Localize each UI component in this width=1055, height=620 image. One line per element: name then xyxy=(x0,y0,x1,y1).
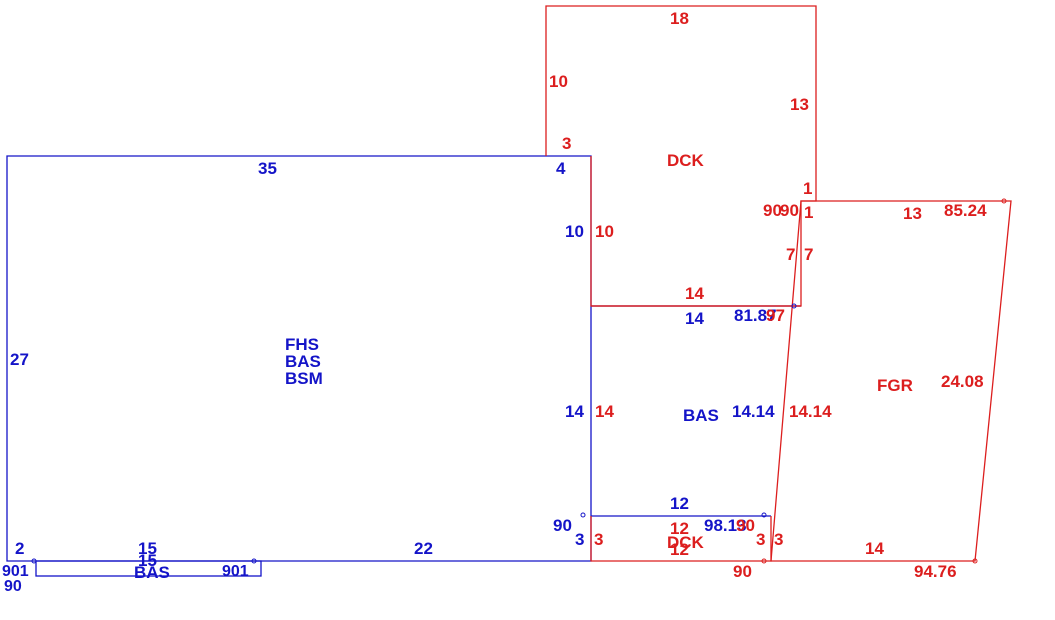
angle-label: 90 xyxy=(780,201,799,220)
angle-label: 90 xyxy=(733,562,752,581)
bay-dimension: 15 xyxy=(138,539,157,558)
dimension-right: 3 xyxy=(756,530,765,549)
dimension-bottom: 12 xyxy=(670,494,689,513)
angle-label: 90 xyxy=(736,516,755,535)
dimension-right: 24.08 xyxy=(941,372,984,391)
dimension-top: 12 xyxy=(670,519,689,538)
dimension-top: 18 xyxy=(670,9,689,28)
bay-area-code: BAS xyxy=(134,563,170,582)
angle-label: 90 xyxy=(4,578,22,595)
bay-outline xyxy=(35,560,262,577)
area-code-dck: DCK xyxy=(667,533,705,552)
area-code-fhs: FHS xyxy=(285,335,319,354)
garage-outline xyxy=(770,200,1012,562)
dimension-left: 3 xyxy=(594,530,603,549)
dimension-left: 27 xyxy=(10,350,29,369)
corner-marker xyxy=(1001,198,1007,204)
area-code-fgr: FGR xyxy=(877,376,913,395)
corner-marker xyxy=(972,558,978,564)
dimension-notch: 1 xyxy=(803,179,812,198)
dimension-top: 35 xyxy=(258,159,277,178)
lower-deck-outline xyxy=(590,516,772,562)
angle-label: 97 xyxy=(766,306,785,325)
dimension-left: 10 xyxy=(549,72,568,91)
dimension-left-step: 3 xyxy=(562,134,571,153)
corner-marker xyxy=(761,512,767,518)
dimension-right: 3 xyxy=(774,530,783,549)
dimension-bottom: 22 xyxy=(414,539,433,558)
dimension-bottom-left: 2 xyxy=(15,539,24,558)
dimension-right: 13 xyxy=(790,95,809,114)
area-code-dck: DCK xyxy=(667,151,705,170)
dimension-bottom: 14 xyxy=(865,539,884,558)
dimension-side: 7 xyxy=(804,245,813,264)
corner-marker xyxy=(580,512,586,518)
corner-marker xyxy=(251,558,257,564)
angle-label: 94.76 xyxy=(914,562,957,581)
angle-label: 81.87 xyxy=(734,306,777,325)
corner-marker xyxy=(791,303,797,309)
dimension-left: 14 xyxy=(595,402,614,421)
dimension-right-upper: 10 xyxy=(565,222,584,241)
angle-label: 90 xyxy=(763,201,782,220)
dimension-side: 7 xyxy=(786,245,795,264)
angle-label: 901 xyxy=(2,563,29,580)
dimension-right-lower: 14 xyxy=(565,402,584,421)
area-code-bsm: BSM xyxy=(285,369,323,388)
area-code-bas: BAS xyxy=(683,406,719,425)
dimension-top: 14 xyxy=(685,309,704,328)
corner-marker xyxy=(761,558,767,564)
angle-label: 98.13 xyxy=(704,516,747,535)
angle-label: 90 xyxy=(553,516,572,535)
dimension-right: 14.14 xyxy=(732,402,775,421)
dimension-inner-left: 10 xyxy=(595,222,614,241)
dimension-notch-lower: 1 xyxy=(804,203,813,222)
dimension-top: 13 xyxy=(903,204,922,223)
corner-marker xyxy=(31,558,37,564)
dimension-notch: 4 xyxy=(556,159,566,178)
angle-label: 901 xyxy=(222,563,249,580)
bay-dimension: 15 xyxy=(138,551,157,570)
dimension-left: 14.14 xyxy=(789,402,832,421)
angle-label: 85.24 xyxy=(944,201,987,220)
area-code-bas: BAS xyxy=(285,352,321,371)
dimension-left: 3 xyxy=(575,530,584,549)
dimension-bottom: 12 xyxy=(670,540,689,559)
dimension-bottom: 14 xyxy=(685,284,704,303)
